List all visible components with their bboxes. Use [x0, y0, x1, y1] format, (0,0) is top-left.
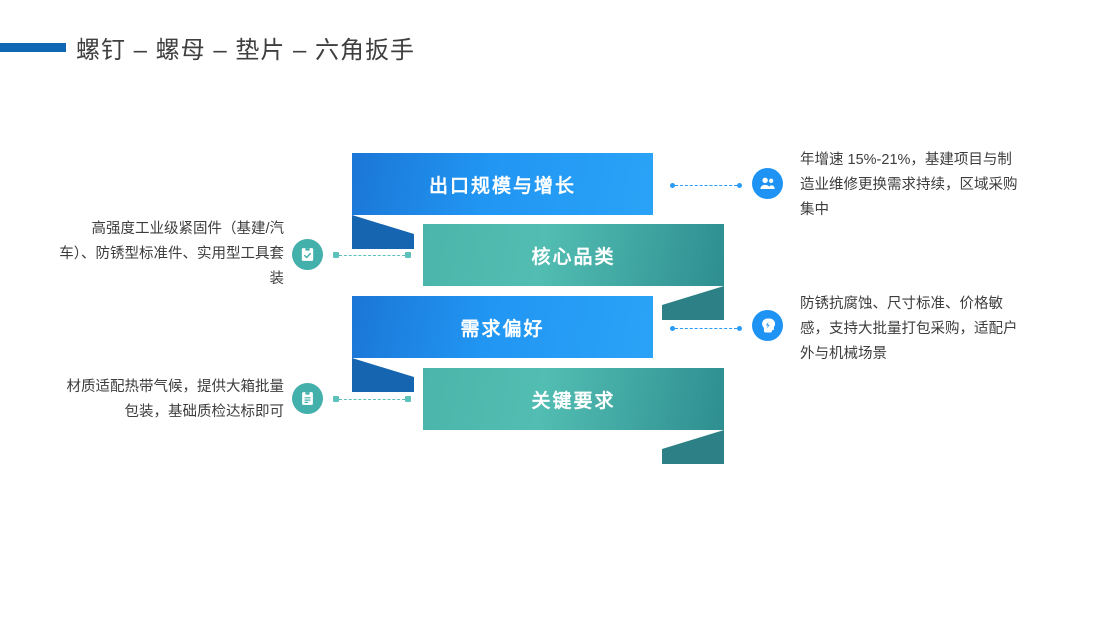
ribbon-label: 出口规模与增长 [428, 175, 576, 197]
connector-cap-end [737, 182, 742, 188]
connector-cap-start [670, 325, 675, 331]
page-title: 螺钉 – 螺母 – 垫片 – 六角扳手 [76, 36, 416, 64]
ribbon-banner-2[interactable]: 核心品类 [423, 224, 724, 320]
connector-dash [675, 184, 737, 186]
ribbon-banner-4[interactable]: 关键要求 [423, 368, 724, 464]
ribbon-body: 核心品类 [423, 224, 724, 286]
ribbon-label: 需求偏好 [460, 318, 545, 340]
note-text-3: 防锈抗腐蚀、尺寸标准、价格敏感，支持大批量打包采购，适配户外与机械场景 [800, 296, 1018, 362]
connector-dash [675, 327, 737, 329]
ribbon-tail [352, 358, 414, 392]
connector-cap-start [333, 252, 339, 258]
note-text-2: 高强度工业级紧固件（基建/汽车）、防锈型标准件、实用型工具套装 [59, 221, 284, 287]
connector-cap-end [405, 396, 411, 402]
title-accent-bar [0, 42, 66, 52]
connector-dash [339, 398, 405, 400]
ribbon-tail [662, 430, 724, 464]
clipboard-check-icon [292, 239, 323, 270]
connector-cap-end [405, 252, 411, 258]
connector-line-2 [333, 250, 411, 260]
connector-cap-start [333, 396, 339, 402]
note-text-4: 材质适配热带气候，提供大箱批量包装，基础质检达标即可 [66, 379, 285, 420]
note-text-1: 年增速 15%-21%，基建项目与制造业维修更换需求持续，区域采购集中 [800, 152, 1018, 218]
connector-line-3 [670, 323, 742, 333]
ribbon-banner-3[interactable]: 需求偏好 [352, 296, 653, 392]
clipboard-lines-icon [292, 383, 323, 414]
ribbon-body: 出口规模与增长 [352, 153, 653, 215]
ribbon-tail [662, 286, 724, 320]
ribbon-tail [352, 215, 414, 249]
users-icon [752, 168, 783, 199]
connector-line-4 [333, 394, 411, 404]
head-idea-icon [752, 310, 783, 341]
ribbon-banner-1[interactable]: 出口规模与增长 [352, 153, 653, 249]
connector-cap-end [737, 325, 742, 331]
connector-line-1 [670, 180, 742, 190]
ribbon-label: 关键要求 [531, 390, 616, 412]
slide-title-row: 螺钉 – 螺母 – 垫片 – 六角扳手 [0, 30, 415, 64]
ribbon-body: 需求偏好 [352, 296, 653, 358]
connector-cap-start [670, 182, 675, 188]
ribbon-body: 关键要求 [423, 368, 724, 430]
connector-dash [339, 254, 405, 256]
ribbon-label: 核心品类 [531, 246, 616, 268]
